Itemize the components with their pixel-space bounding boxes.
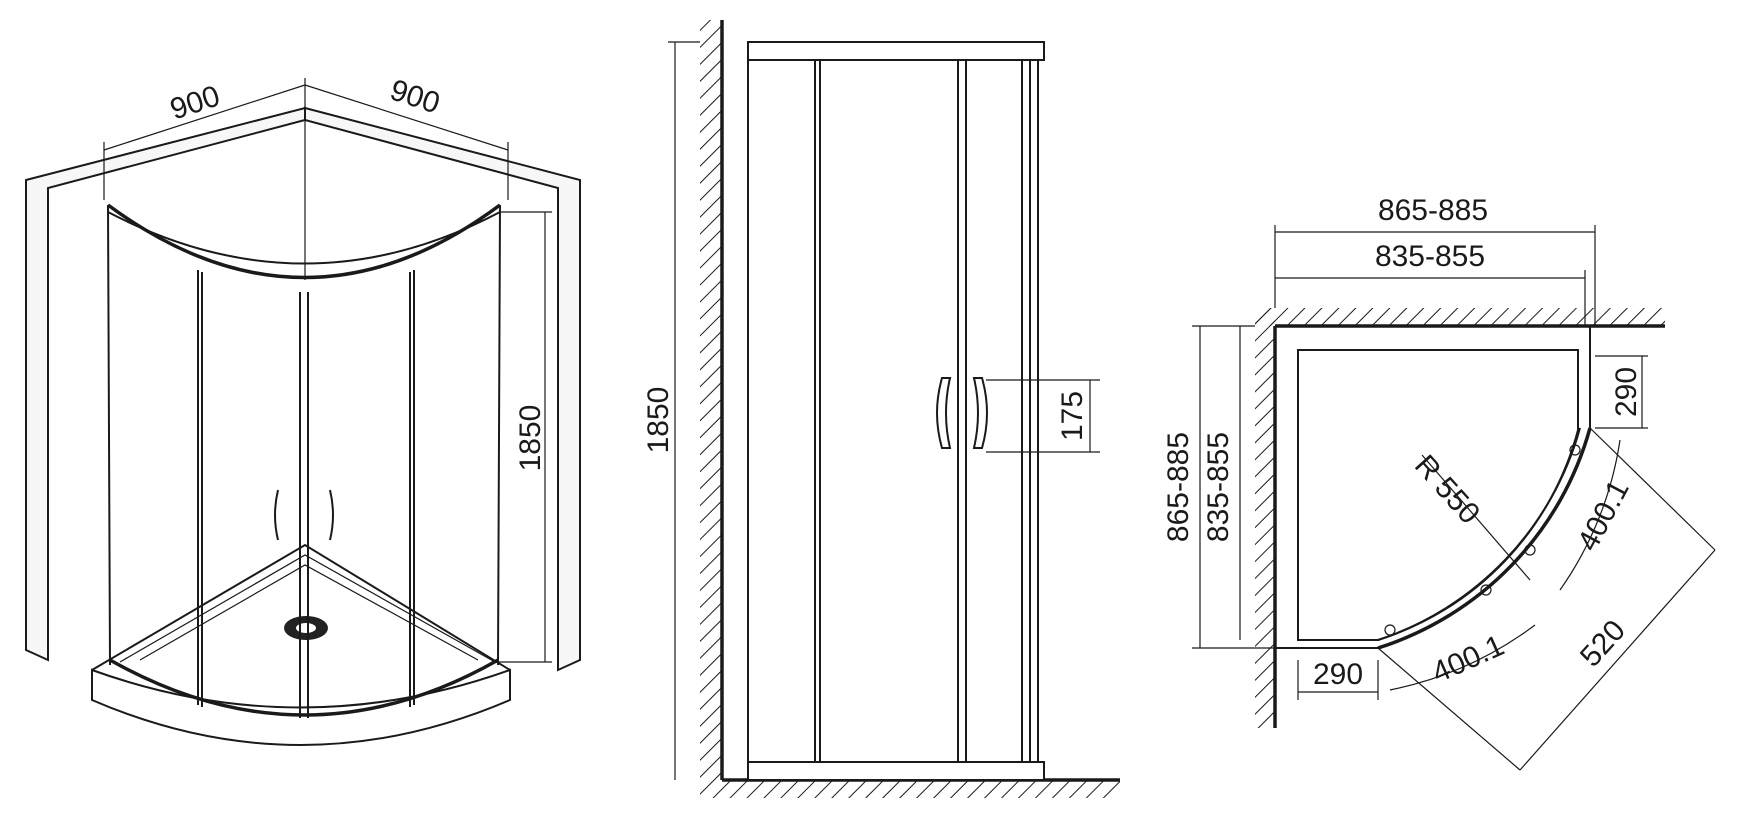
plan-left-wall-hatch bbox=[1255, 308, 1275, 728]
top-rail-front bbox=[106, 203, 502, 280]
bottom-rail-side bbox=[747, 761, 1045, 781]
right-wall bbox=[304, 106, 581, 672]
tray-inner-edge bbox=[119, 554, 496, 663]
right-post bbox=[497, 204, 501, 666]
plan-dim-diagonal-line bbox=[1519, 549, 1716, 771]
side-dim-height: 1850 bbox=[642, 387, 675, 454]
left-post bbox=[107, 204, 111, 666]
dim-line-left-width bbox=[103, 84, 306, 151]
plan-roller-icon-4 bbox=[1384, 624, 1396, 636]
plan-dim-right-panel: 290 bbox=[1610, 367, 1643, 417]
side-handle-right-icon bbox=[972, 377, 988, 449]
plan-roller-icon bbox=[1569, 444, 1581, 456]
dim-width-left: 900 bbox=[166, 80, 224, 127]
left-wall bbox=[25, 106, 306, 662]
plan-dim-top-outer: 865-885 bbox=[1378, 194, 1488, 227]
dim-height: 1850 bbox=[514, 405, 547, 472]
plan-radius-line bbox=[1421, 454, 1531, 581]
dim-line-right-width bbox=[304, 84, 509, 151]
plan-dim-bottom-panel: 290 bbox=[1313, 658, 1363, 691]
top-rail-back bbox=[107, 211, 501, 265]
side-floor-hatch bbox=[700, 780, 1120, 798]
tray-inner-edge-2 bbox=[139, 564, 479, 661]
side-wall-hatch bbox=[700, 20, 722, 780]
plan-dim-top-inner: 835-855 bbox=[1375, 240, 1485, 273]
side-handle-left-icon bbox=[936, 377, 952, 449]
plan-ext-10 bbox=[1377, 647, 1521, 771]
plan-dim-diagonal: 520 bbox=[1574, 614, 1632, 673]
bottom-rail bbox=[109, 658, 499, 717]
plan-dim-left-outer: 865-885 bbox=[1162, 432, 1195, 542]
plan-door-arc-outer bbox=[1377, 427, 1592, 650]
plan-roller-icon-2 bbox=[1524, 544, 1536, 556]
plan-radius: R 550 bbox=[1408, 449, 1486, 531]
plan-ext-11 bbox=[1589, 427, 1716, 551]
plan-door-arc-inner bbox=[1377, 427, 1581, 641]
plan-dim-right-door-arc bbox=[1559, 439, 1621, 591]
side-dim-handle: 175 bbox=[1056, 391, 1089, 441]
handle-right-icon bbox=[329, 489, 334, 541]
plan-roller-icon-3 bbox=[1480, 584, 1492, 596]
plan-dim-bottom-door-arc bbox=[1389, 624, 1536, 691]
plan-dim-right-door: 400.1 bbox=[1571, 475, 1635, 557]
plan-top-wall-hatch bbox=[1255, 308, 1665, 326]
plan-dim-left-inner: 835-855 bbox=[1202, 432, 1235, 542]
isometric-view: 900 900 1850 bbox=[25, 74, 581, 746]
tray-back-edge bbox=[91, 543, 511, 671]
top-rail bbox=[747, 41, 1045, 61]
handle-left-icon bbox=[274, 489, 279, 541]
plan-dim-bottom-door: 400.1 bbox=[1427, 629, 1509, 690]
plan-view: 865-885 835-855 865-885 835-855 R 550 29… bbox=[1162, 194, 1716, 771]
shower-tray bbox=[91, 668, 511, 746]
side-view: 1850 175 bbox=[642, 20, 1120, 798]
